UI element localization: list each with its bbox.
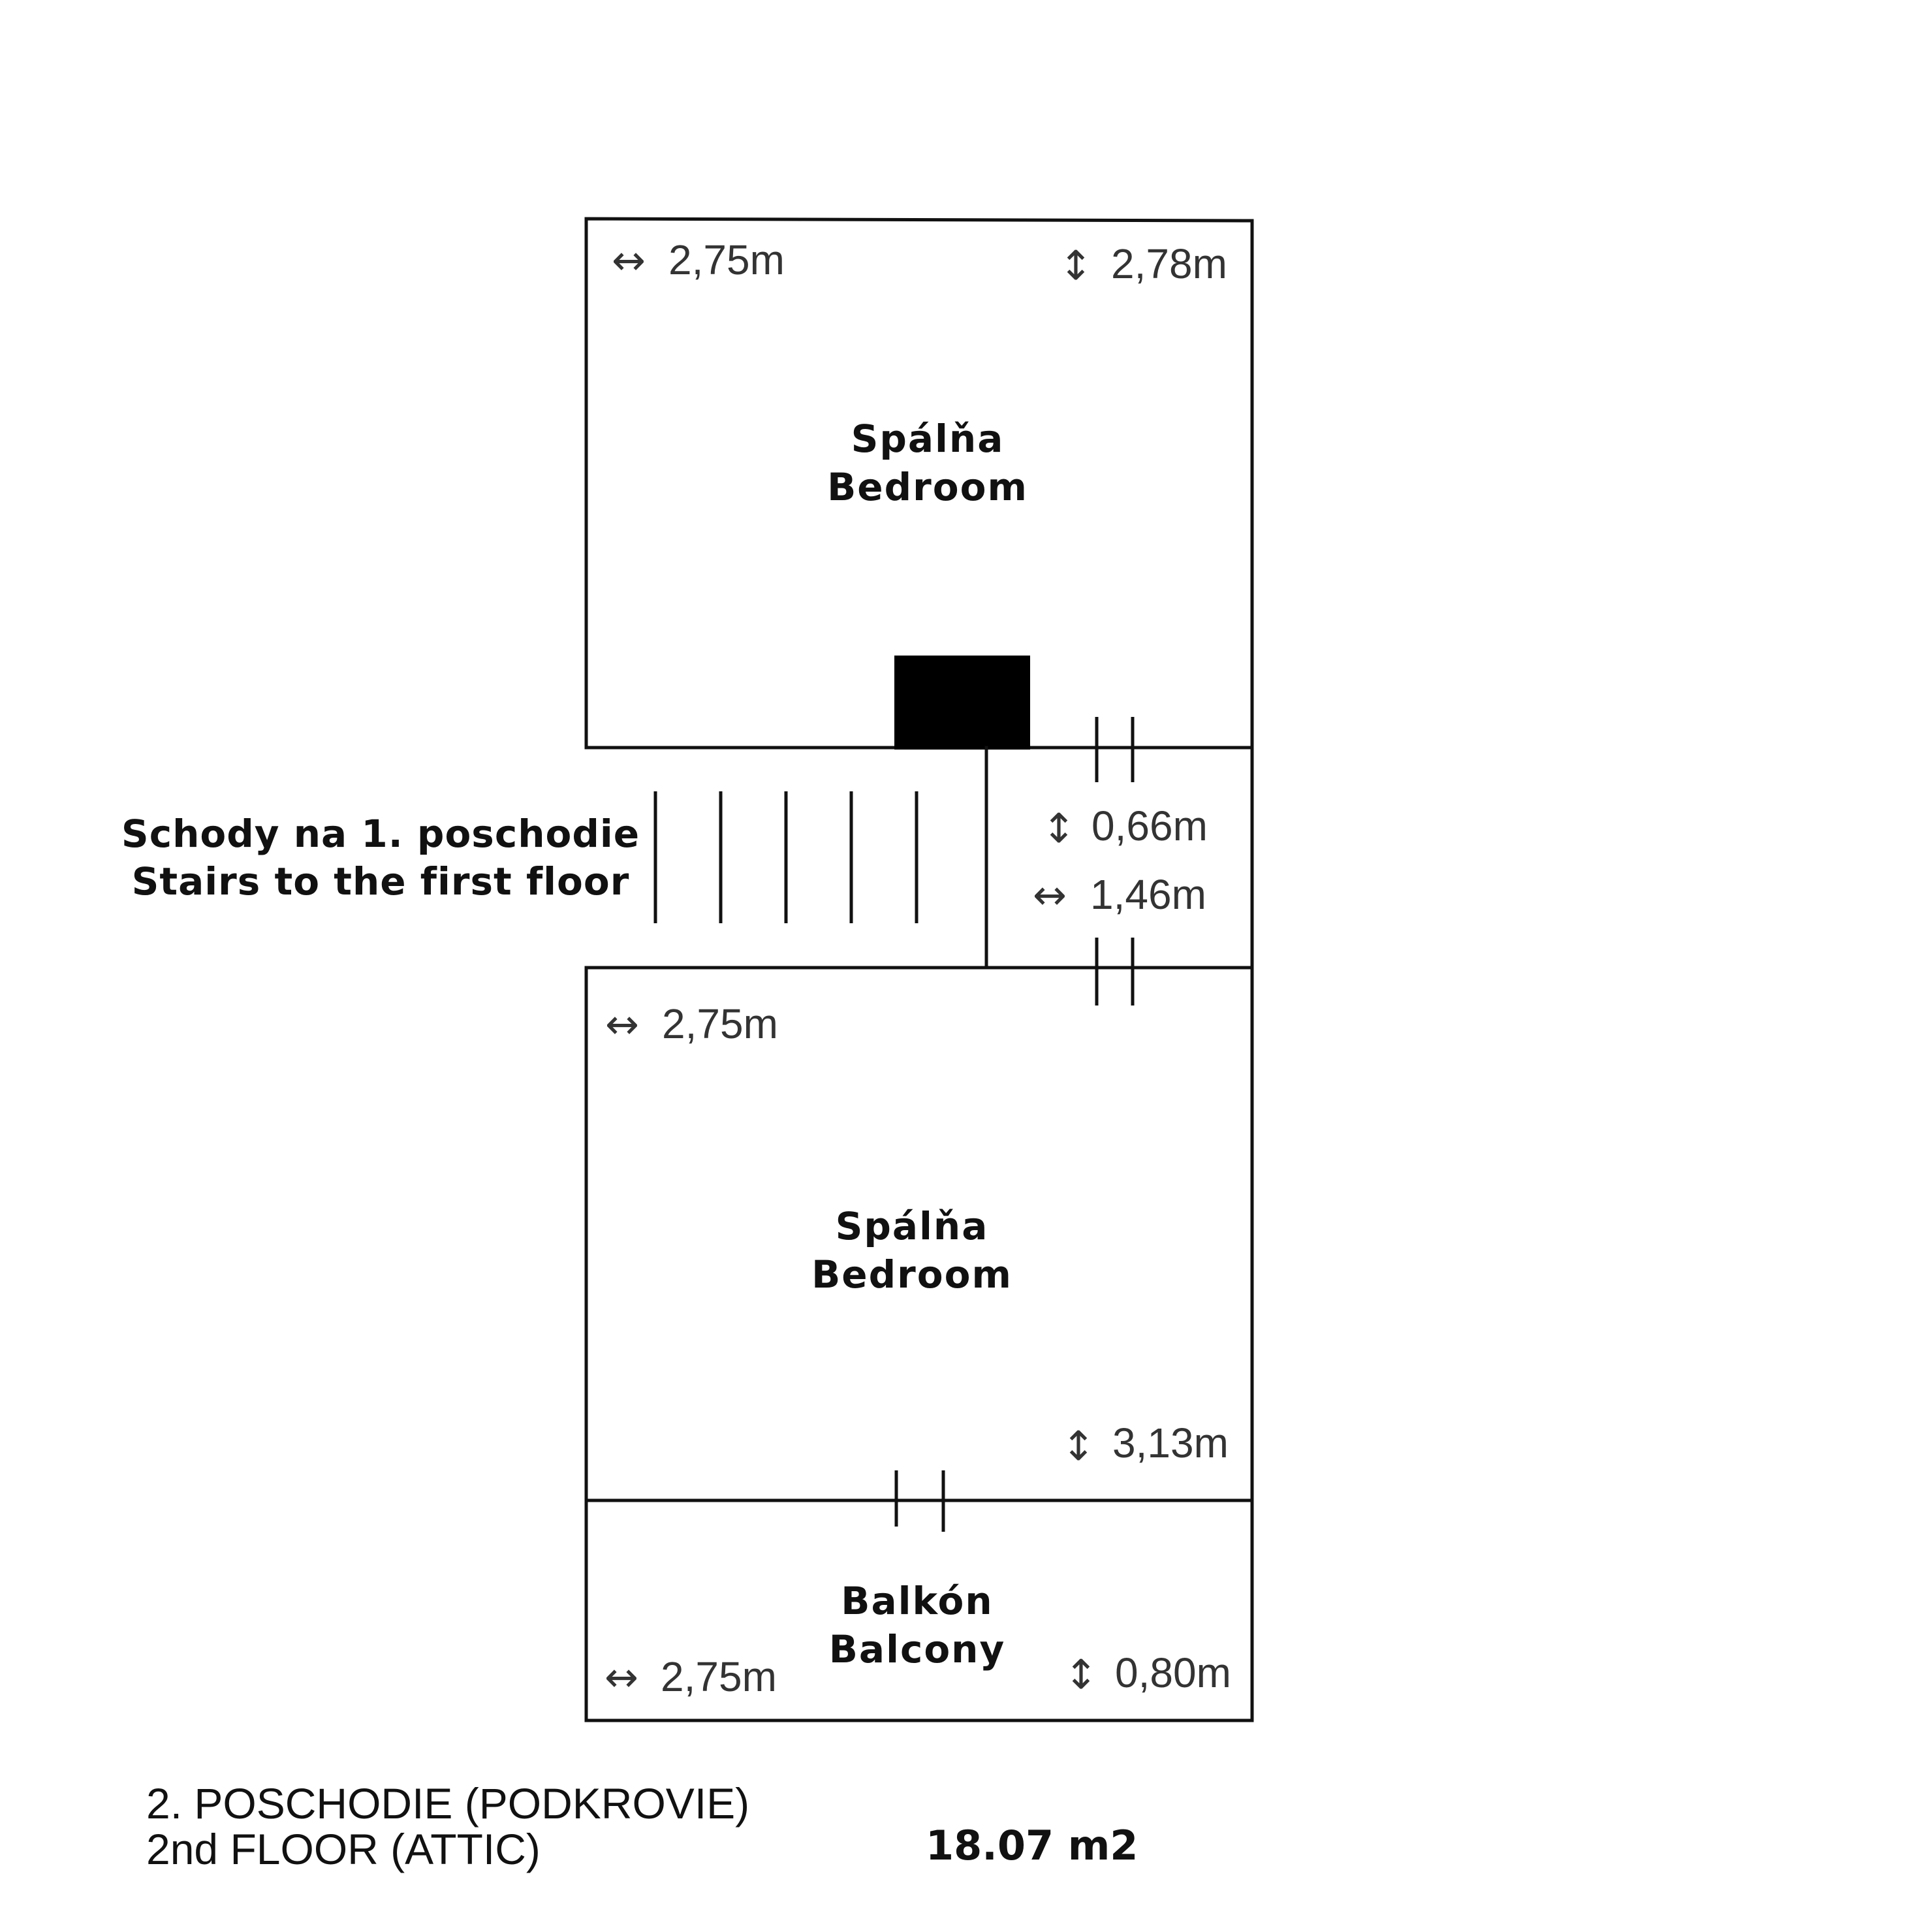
width-arrow-icon: ↔	[612, 236, 646, 284]
width-arrow-icon: ↔	[605, 1000, 639, 1048]
floor-title-en: 2nd FLOOR (ATTIC)	[146, 1825, 541, 1873]
stair-treads	[653, 791, 918, 923]
hallway-length: 0,66m	[1091, 802, 1208, 849]
bedroom-bottom-label-sk: Spálňa	[836, 1204, 989, 1248]
bedroom-top-width: 2,75m	[668, 236, 785, 283]
length-arrow-icon: ↕	[1059, 242, 1093, 289]
stairs-label-sk: Schody na 1. poschodie	[121, 812, 640, 856]
balcony-label-sk: Balkón	[841, 1579, 993, 1623]
bedroom-bottom-walls	[584, 966, 1254, 1722]
hallway-width: 1,46m	[1090, 871, 1206, 918]
door-top-bedroom	[1095, 717, 1135, 782]
length-arrow-icon: ↕	[1064, 1651, 1098, 1698]
bedroom-top-length: 2,78m	[1111, 240, 1227, 287]
length-arrow-icon: ↕	[1061, 1422, 1095, 1470]
stairs-label-en: Stairs to the first floor	[132, 859, 630, 904]
bedroom-bottom-length: 3,13m	[1112, 1419, 1229, 1466]
bedroom-top-label-sk: Spálňa	[851, 417, 1005, 461]
balcony-length: 0,80m	[1115, 1649, 1231, 1696]
bedroom-bottom-width: 2,75m	[662, 1000, 778, 1047]
chimney	[894, 656, 1030, 750]
width-arrow-icon: ↔	[1033, 871, 1067, 919]
bedroom-top-label-en: Bedroom	[827, 465, 1028, 509]
balcony-label-en: Balcony	[829, 1627, 1006, 1671]
floor-area: 18.07 m2	[926, 1822, 1138, 1869]
length-arrow-icon: ↕	[1042, 804, 1076, 852]
door-bottom-bedroom	[1095, 938, 1135, 1006]
width-arrow-icon: ↔	[604, 1653, 638, 1701]
bedroom-bottom-label-en: Bedroom	[811, 1252, 1013, 1297]
balcony-width: 2,75m	[661, 1653, 777, 1700]
floor-title-sk: 2. POSCHODIE (PODKROVIE)	[146, 1779, 749, 1828]
